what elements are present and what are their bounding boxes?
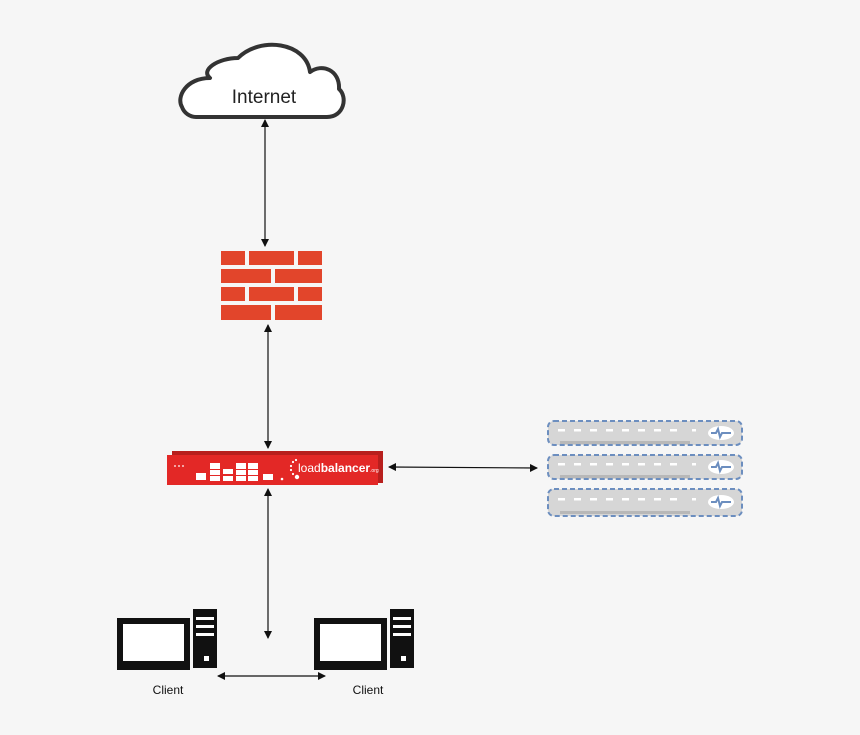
internet-label: Internet [232, 87, 297, 108]
loadbalancer-logo-icon [289, 458, 300, 480]
status-led [174, 465, 176, 467]
cloud-icon [178, 42, 346, 119]
appliance-ports [196, 463, 284, 481]
client-label: Client [353, 683, 384, 697]
monitor-screen [320, 624, 381, 661]
server-unit [547, 488, 743, 517]
monitor-stand [330, 664, 372, 670]
firewall-brick [298, 287, 322, 301]
client-node: Client [117, 609, 217, 697]
desktop-computer-icon [117, 609, 217, 670]
firewall-brick [221, 269, 271, 283]
desktop-computer-icon [314, 609, 414, 670]
firewall-brick [275, 305, 322, 320]
firewall-brick [249, 251, 294, 265]
monitor-stand [133, 664, 175, 670]
brand-wordmark: loadbalancer.org [298, 461, 379, 475]
load-balancer-appliance-icon: loadbalancer.org [167, 451, 383, 485]
status-led [182, 465, 184, 467]
status-led [178, 465, 180, 467]
firewall-icon [221, 251, 322, 320]
firewall-brick [275, 269, 322, 283]
firewall-brick [221, 251, 245, 265]
server-unit [547, 420, 743, 446]
firewall-brick [221, 305, 271, 320]
server-stack-icon [547, 420, 743, 517]
monitor-screen [123, 624, 184, 661]
arrow-loadbalancer-servers [388, 463, 538, 472]
client-node: Client [314, 609, 414, 697]
firewall-brick [221, 287, 245, 301]
firewall-brick [298, 251, 322, 265]
client-label: Client [153, 683, 184, 697]
internet-node: Internet [178, 42, 346, 119]
firewall-brick [249, 287, 294, 301]
server-unit [547, 454, 743, 480]
